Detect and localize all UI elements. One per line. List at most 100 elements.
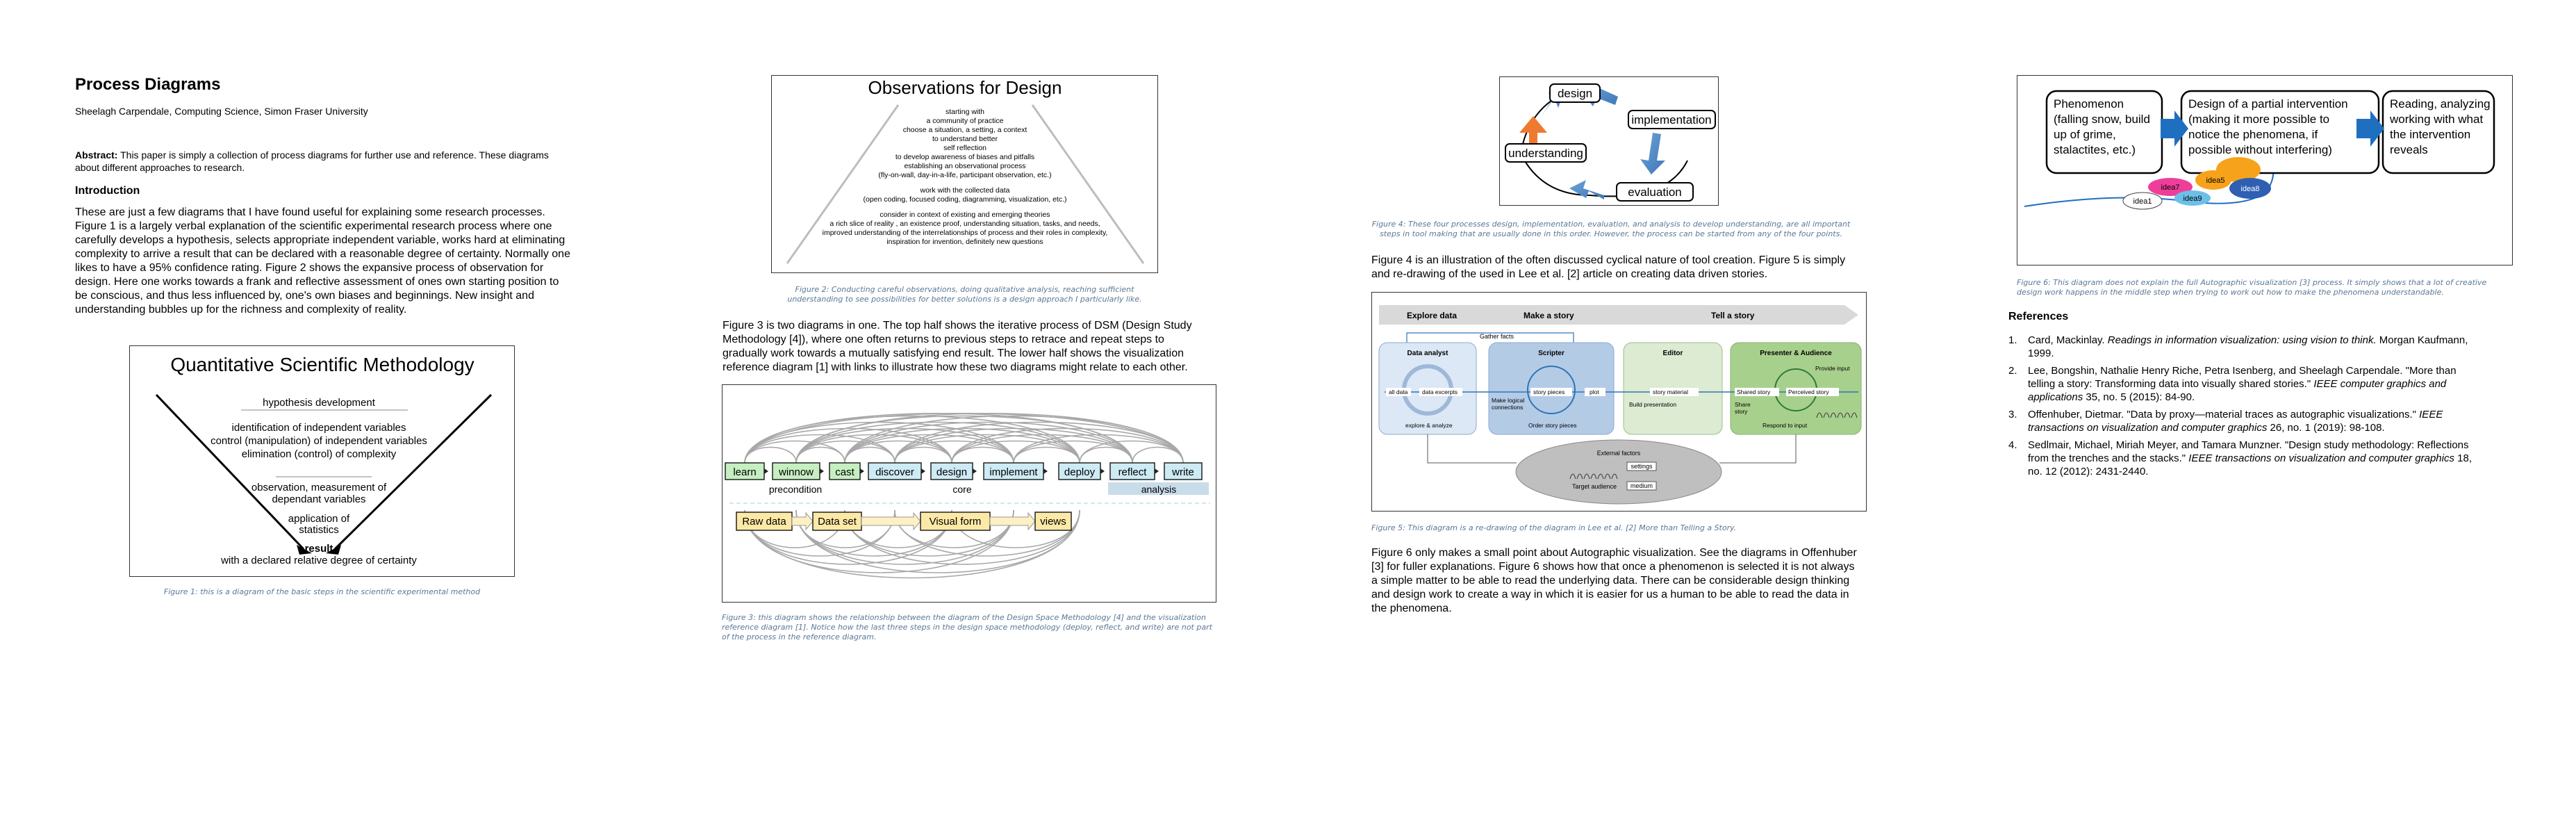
reference-number: 4. bbox=[2008, 439, 2017, 451]
fig3-step-winnow: winnow bbox=[778, 466, 814, 478]
paper-title: Process Diagrams bbox=[75, 75, 221, 94]
fig3-group-analysis: analysis bbox=[1141, 484, 1177, 495]
fig5-build: Build presentation bbox=[1629, 401, 1676, 408]
fig2-line-7: (fly-on-wall, day-in-a-life, participant… bbox=[878, 171, 1051, 179]
fig4-label-evaluation: evaluation bbox=[1628, 186, 1682, 199]
fig3-ref-arrow-1 bbox=[861, 512, 921, 531]
reference-authors: Lee, Bongshin, Nathalie Henry Riche, Pet… bbox=[2028, 365, 2457, 390]
fig4-label-design: design bbox=[1558, 87, 1592, 100]
fig3-arc-top-20 bbox=[844, 415, 1184, 464]
fig5-perceived-story: Perceived story bbox=[1788, 389, 1829, 395]
fig3-arcs bbox=[744, 412, 1184, 579]
fig6-idea-5: idea5 bbox=[2206, 177, 2225, 185]
fig5-external: External factors bbox=[1597, 450, 1641, 457]
fig3-arc-bottom-12 bbox=[795, 509, 1080, 573]
fig2-right-edge bbox=[1031, 104, 1145, 264]
reference-venue: IEEE transactions on visualization and c… bbox=[2188, 452, 2454, 464]
figure-4: design implementation evaluation underst… bbox=[1499, 76, 1719, 206]
fig6-box-reading bbox=[2381, 90, 2495, 174]
fig5-panel-analyst-label: Data analyst bbox=[1407, 350, 1449, 357]
fig5-scripter-cycle bbox=[1527, 366, 1576, 414]
fig2-line-6: establishing an observational process bbox=[904, 162, 1025, 170]
fig3-ref-step-3: views bbox=[1040, 516, 1066, 528]
fig1-line-4: observation, measurement of bbox=[251, 482, 387, 493]
fig6-idea-1: idea1 bbox=[2133, 197, 2152, 206]
paper-author: Sheelagh Carpendale, Computing Science, … bbox=[75, 106, 368, 117]
fig3-arc-top-28 bbox=[951, 434, 1133, 464]
fig6-line-6: notice the phenomena, if bbox=[2188, 128, 2318, 141]
fig3-ref-arrow-2 bbox=[989, 512, 1036, 531]
fig3-arc-top-18 bbox=[844, 427, 1080, 464]
fig5-settings: settings bbox=[1630, 463, 1653, 470]
fig3-arc-top-24 bbox=[894, 427, 1133, 464]
reference-venue: IEEE computer graphics and applications bbox=[2028, 378, 2447, 403]
fig1-line-1: identification of independent variables bbox=[231, 422, 406, 434]
fig3-arc-bottom-18 bbox=[844, 509, 1080, 565]
fig3-caption: Figure 3: this diagram shows the relatio… bbox=[722, 613, 1212, 641]
fig3-arc-top-19 bbox=[844, 421, 1133, 464]
fig3-step-cast: cast bbox=[835, 466, 854, 478]
fig3-step-arrow-5 bbox=[1043, 468, 1048, 474]
fig5-audience-icons bbox=[1816, 412, 1858, 418]
fig2-line-9: (open coding, focused coding, diagrammin… bbox=[864, 195, 1067, 204]
fig5-story-material-box bbox=[1650, 388, 1699, 396]
fig5-gather-label: Gather facts bbox=[1480, 333, 1514, 340]
fig1-caption: Figure 1: this is a diagram of the basic… bbox=[163, 587, 481, 596]
abstract: Abstract: This paper is simply a collect… bbox=[75, 149, 552, 174]
fig3-step-arrow-6 bbox=[1100, 468, 1105, 474]
fig3-ref-box-3 bbox=[1034, 512, 1072, 531]
fig5-shared-story: Shared story bbox=[1737, 389, 1771, 395]
fig3-step-box-implement bbox=[983, 462, 1044, 480]
fig1-right-arm bbox=[333, 393, 493, 550]
fig6-arrow-1 bbox=[2161, 111, 2188, 147]
fig1-line-5: dependant variables bbox=[272, 493, 365, 505]
fig4-node-understanding bbox=[1505, 143, 1587, 163]
fig5-data-excerpts: data excerpts bbox=[1422, 389, 1458, 395]
reference-item: 2. Lee, Bongshin, Nathalie Henry Riche, P… bbox=[2008, 364, 2481, 404]
reference-authors: Sedlmair, Michael, Miriah Meyer, and Tam… bbox=[2028, 439, 2469, 464]
reference-authors: Offenhuber, Dietmar. "Data by proxy—mate… bbox=[2028, 409, 2420, 420]
fig5-respond: Respond to input bbox=[1762, 422, 1808, 429]
reference-venue: IEEE transactions on visualization and c… bbox=[2028, 409, 2443, 434]
fig4-node-implementation bbox=[1628, 110, 1716, 129]
abstract-text: This paper is simply a collection of pro… bbox=[75, 149, 549, 173]
fig6-caption: Figure 6: This diagram does not explain … bbox=[2017, 278, 2487, 297]
fig5-phase-make: Make a story bbox=[1524, 311, 1574, 320]
figure-5: Explore data Make a story Tell a story G… bbox=[1371, 292, 1867, 512]
fig3-group-precondition: precondition bbox=[769, 484, 822, 495]
fig3-group-core: core bbox=[952, 484, 971, 495]
fig6-line-2: up of grime, bbox=[2054, 128, 2116, 141]
fig6-line-3: stalactites, etc.) bbox=[2054, 143, 2136, 156]
fig5-target: Target audience bbox=[1572, 483, 1617, 490]
intro-heading: Introduction bbox=[75, 185, 140, 197]
fig6-line-4: Design of a partial intervention bbox=[2188, 97, 2348, 111]
abstract-label: Abstract: bbox=[75, 149, 118, 161]
fig6-arrow-2 bbox=[2356, 111, 2384, 147]
fig4-label-understanding: understanding bbox=[1508, 147, 1583, 160]
reference-text: Offenhuber, Dietmar. "Data by proxy—mate… bbox=[2028, 408, 2481, 434]
reference-item: 3.Offenhuber, Dietmar. "Data by proxy—ma… bbox=[2008, 408, 2481, 434]
fig6-line-8: Reading, analyzing bbox=[2390, 97, 2491, 111]
fig1-title: Quantitative Scientific Methodology bbox=[170, 354, 474, 375]
reference-venue: Readings in information visualization: u… bbox=[2107, 334, 2377, 346]
reference-number: 1. bbox=[2008, 334, 2017, 346]
fig1-diagram: Quantitative Scientific Methodology hypo… bbox=[155, 354, 493, 566]
fig5-connector-right bbox=[1719, 434, 1797, 464]
fig1-line-9: with a declared relative degree of certa… bbox=[220, 555, 417, 566]
fig1-line-3: elimination (control) of complexity bbox=[242, 448, 397, 460]
fig5-caption: Figure 5: This diagram is a re-drawing o… bbox=[1371, 523, 1737, 532]
reference-number: 2. bbox=[2008, 365, 2017, 377]
fig5-share: Share bbox=[1735, 401, 1751, 408]
fig2-line-4: self reflection bbox=[943, 144, 986, 152]
fig5-all-data-box bbox=[1386, 388, 1411, 396]
fig3-step-discover: discover bbox=[875, 466, 914, 478]
fig3-ref-step-0: Raw data bbox=[742, 516, 786, 528]
fig5-story: story bbox=[1735, 408, 1748, 415]
fig2-line-11: a rich slice of reality , an existence p… bbox=[829, 220, 1100, 228]
fig6-swoosh bbox=[2024, 153, 2274, 207]
fig6-line-7: possible without interfering) bbox=[2188, 143, 2332, 156]
fig5-excerpts-box bbox=[1419, 388, 1462, 396]
fig2-line-0: starting with bbox=[946, 108, 984, 116]
fig3-ref-arrow-0 bbox=[791, 512, 814, 531]
fig5-story-pieces-box bbox=[1530, 388, 1572, 396]
